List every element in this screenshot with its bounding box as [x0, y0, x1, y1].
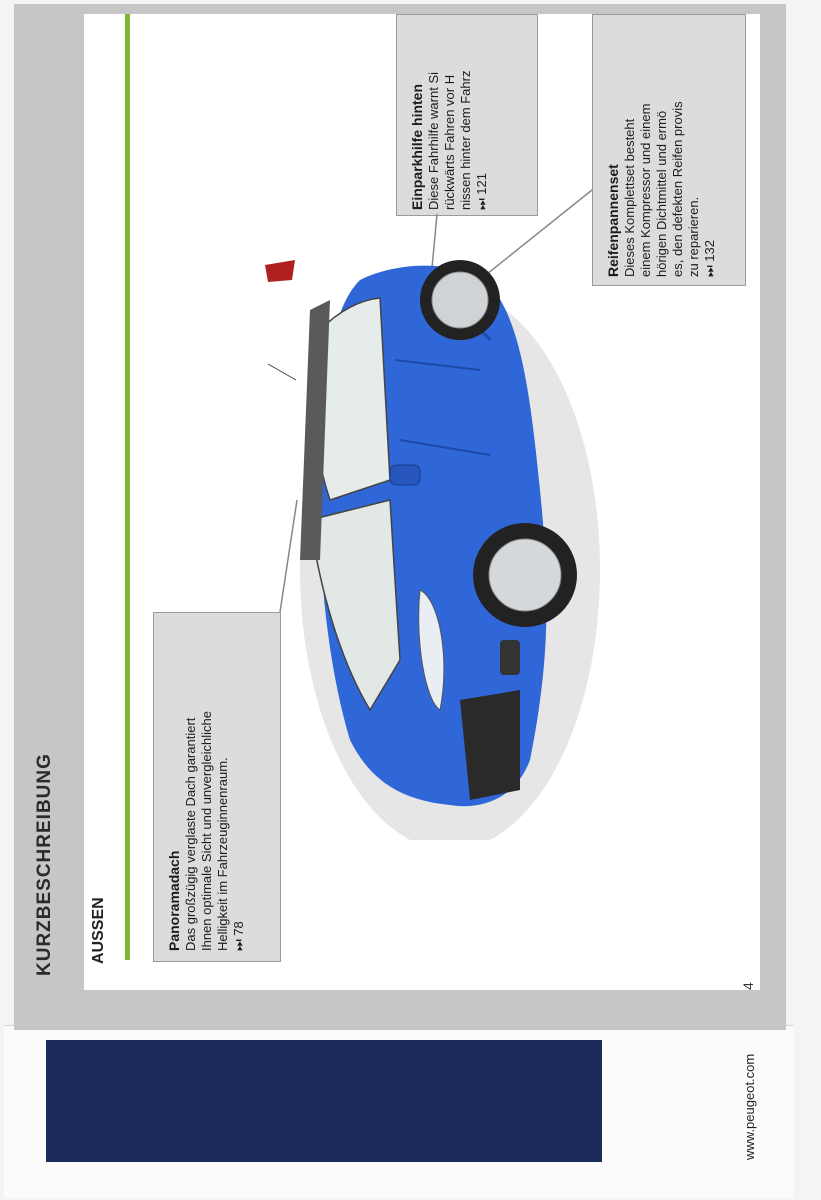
- callout-text-line: Diese Fahrhilfe warnt Si: [426, 72, 441, 210]
- callout-text-line: nissen hinter dem Fahrz: [458, 70, 473, 210]
- page-reference[interactable]: ⏭ 132: [702, 239, 717, 277]
- front-wheel-rim: [488, 538, 562, 612]
- car-mirror: [389, 464, 421, 486]
- brand-url: www.peugeot.com: [742, 1053, 757, 1160]
- car-fog-light: [500, 640, 520, 675]
- callout-text-line: hörigen Dichtmittel und ermö: [654, 110, 669, 277]
- callout-text-line: Das großzügig verglaste Dach garantiert: [183, 717, 198, 951]
- page-reference[interactable]: ⏭ 78: [231, 921, 246, 951]
- callout-text-line: einem Kompressor und einem: [638, 103, 653, 277]
- car-body-creases: [394, 359, 491, 456]
- callout-text-line: zu reparieren.: [686, 196, 701, 277]
- car-illustration: [265, 260, 600, 840]
- back-cover-blue-panel: [46, 1040, 602, 1162]
- car-roof-rail: [300, 300, 330, 560]
- callout-title: Reifenpannenset: [605, 164, 621, 277]
- callout-text-line: rückwärts Fahren vor H: [442, 74, 457, 210]
- callout-text-line: Helligkeit im Fahrzeuginnenraum.: [215, 757, 230, 951]
- rear-wheel-rim: [431, 271, 489, 329]
- chapter-title: KURZBESCHREIBUNG: [34, 753, 55, 976]
- page-reference[interactable]: ⏭ 121: [474, 172, 489, 210]
- callout-einparkhilfe: Einparkhilfe hinten Diese Fahrhilfe warn…: [396, 14, 538, 216]
- callout-text-line: Dieses Komplettset besteht: [622, 118, 637, 277]
- callout-text-line: Ihnen optimale Sicht und unvergleichlich…: [199, 711, 214, 951]
- car-tail-light: [265, 260, 295, 282]
- callout-reifenpannenset: Reifenpannenset Dieses Komplettset beste…: [592, 14, 746, 286]
- section-title: AUSSEN: [90, 897, 107, 964]
- callout-text-line: es, den defekten Reifen provis: [670, 101, 685, 277]
- section-accent-line: [125, 14, 130, 960]
- callout-title: Panoramadach: [166, 850, 182, 951]
- page-number: 4: [740, 982, 756, 990]
- callout-panoramadach: Panoramadach Das großzügig verglaste Dac…: [153, 612, 281, 962]
- car-headlight: [418, 589, 445, 711]
- car-front-grille: [460, 690, 520, 800]
- callout-title: Einparkhilfe hinten: [409, 83, 425, 210]
